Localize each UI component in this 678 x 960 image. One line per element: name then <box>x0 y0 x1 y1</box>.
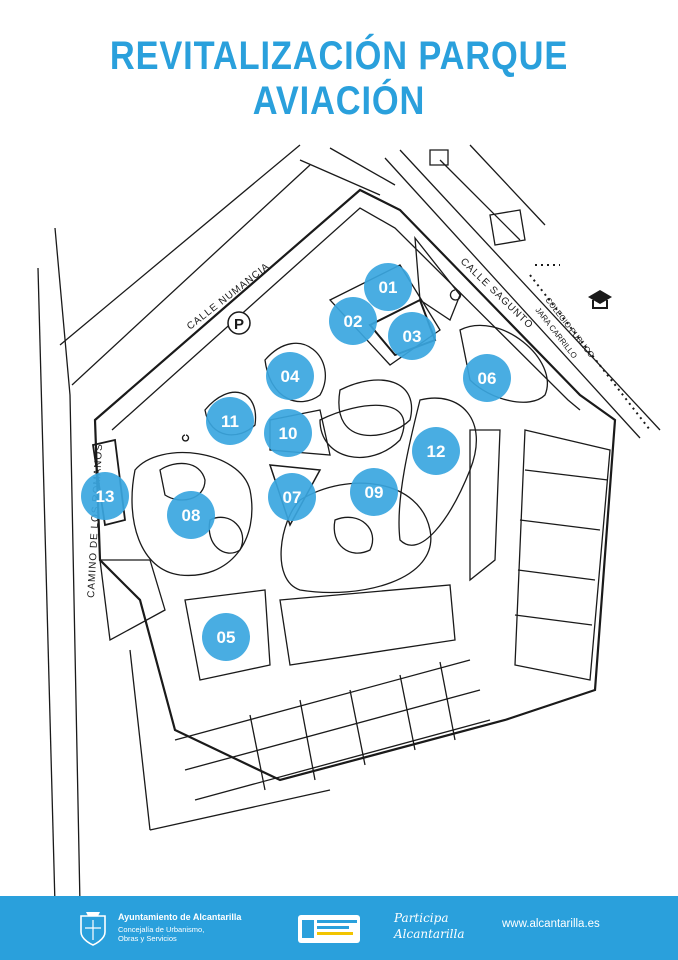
org-department: Concejalía de Urbanismo, Obras y Servici… <box>118 925 228 943</box>
participa-line-2: Alcantarilla <box>394 927 465 941</box>
org-dept-line-1: Concejalía de Urbanismo, <box>118 925 205 934</box>
zone-marker-13[interactable] <box>81 472 129 520</box>
zone-label-07: 07 <box>283 488 302 507</box>
zone-marker-05[interactable] <box>202 613 250 661</box>
zone-label-10: 10 <box>279 424 298 443</box>
zone-marker-12[interactable] <box>412 427 460 475</box>
parking-label: P <box>234 316 244 333</box>
zone-label-06: 06 <box>478 369 497 388</box>
park-boundary <box>93 188 617 782</box>
zone-label-09: 09 <box>365 483 384 502</box>
participa-line-1: Participa <box>394 911 449 925</box>
website-link[interactable]: www.alcantarilla.es <box>502 918 600 930</box>
zone-label-04: 04 <box>281 367 300 386</box>
zone-marker-02[interactable] <box>329 297 377 345</box>
school-icon <box>588 290 612 309</box>
zone-marker-11[interactable] <box>206 397 254 445</box>
zone-marker-10[interactable] <box>264 409 312 457</box>
coat-of-arms-icon <box>80 912 106 946</box>
org-dept-line-2: Obras y Servicios <box>118 934 177 943</box>
zone-label-13: 13 <box>96 487 115 506</box>
zone-marker-08[interactable] <box>167 491 215 539</box>
street-edge <box>54 227 81 900</box>
zone-marker-04[interactable] <box>266 352 314 400</box>
zone-label-02: 02 <box>344 312 363 331</box>
zone-marker-06[interactable] <box>463 354 511 402</box>
parking-icon <box>227 311 251 335</box>
footer-bar: Ayuntamiento de Alcantarilla Concejalía … <box>0 896 678 960</box>
zone-marker-09[interactable] <box>350 468 398 516</box>
zone-marker-01[interactable] <box>364 263 412 311</box>
zone-marker-07[interactable] <box>268 473 316 521</box>
zone-label-05: 05 <box>217 628 236 647</box>
zone-marker-03[interactable] <box>388 312 436 360</box>
participa-logo: Participa Alcantarilla <box>394 910 465 942</box>
org-name: Ayuntamiento de Alcantarilla <box>118 912 242 922</box>
zone-label-12: 12 <box>427 442 446 461</box>
street-label-sagunto: CALLE SAGUNTO <box>458 256 535 331</box>
zone-markers: 01 02 03 04 05 06 07 08 09 10 11 12 13 <box>81 263 511 661</box>
park-map: P CALLE NUMANCIA CALLE SAGUNTO CAMINO DE… <box>37 144 661 900</box>
zone-label-08: 08 <box>182 506 201 525</box>
zone-label-03: 03 <box>403 327 422 346</box>
zone-label-01: 01 <box>379 278 398 297</box>
participation-office-logo <box>298 915 360 943</box>
zone-label-11: 11 <box>221 412 239 431</box>
page-title: REVITALIZACIÓN PARQUE AVIACIÓN <box>109 34 569 123</box>
